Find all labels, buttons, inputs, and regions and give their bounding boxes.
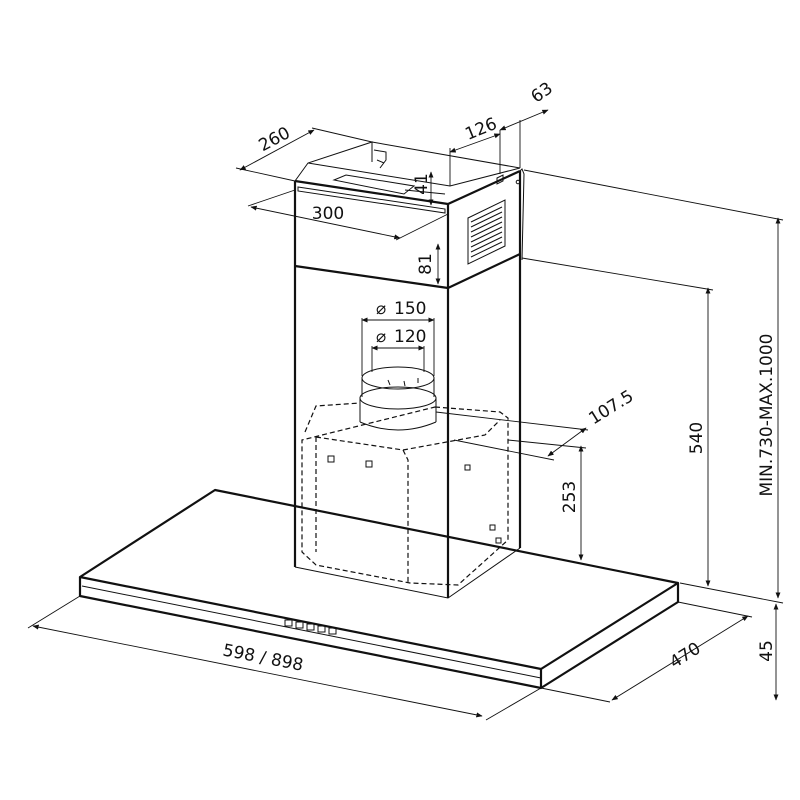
dim-300: 300 — [312, 204, 344, 224]
dim-height-range: MIN.730-MAX.1000 — [757, 334, 777, 497]
hood-canopy — [78, 488, 680, 690]
diameter-symbol-icon: ⌀ — [376, 299, 386, 319]
dim-107-5: 107.5 — [585, 386, 637, 429]
diameter-symbol-icon: ⌀ — [376, 327, 386, 347]
dim-253: 253 — [560, 481, 580, 513]
dim-diameter-150: ⌀ 150 — [376, 299, 426, 319]
dim-540: 540 — [687, 422, 707, 454]
dim-150: 150 — [394, 299, 426, 319]
duct-collar — [359, 366, 437, 431]
vent-grille — [467, 199, 506, 265]
dim-470: 470 — [666, 639, 704, 673]
dim-120: 120 — [394, 327, 426, 347]
dim-width: 598 / 898 — [221, 641, 305, 676]
dim-81: 81 — [416, 253, 436, 275]
dim-45: 45 — [757, 640, 777, 662]
dim-126: 126 — [462, 114, 500, 145]
dimension-lines — [27, 109, 784, 721]
dim-41: 41 — [412, 173, 432, 195]
dim-diameter-120: ⌀ 120 — [376, 327, 426, 347]
dim-63: 63 — [528, 79, 557, 108]
motor-housing — [301, 402, 509, 586]
upper-chimney — [293, 141, 525, 288]
